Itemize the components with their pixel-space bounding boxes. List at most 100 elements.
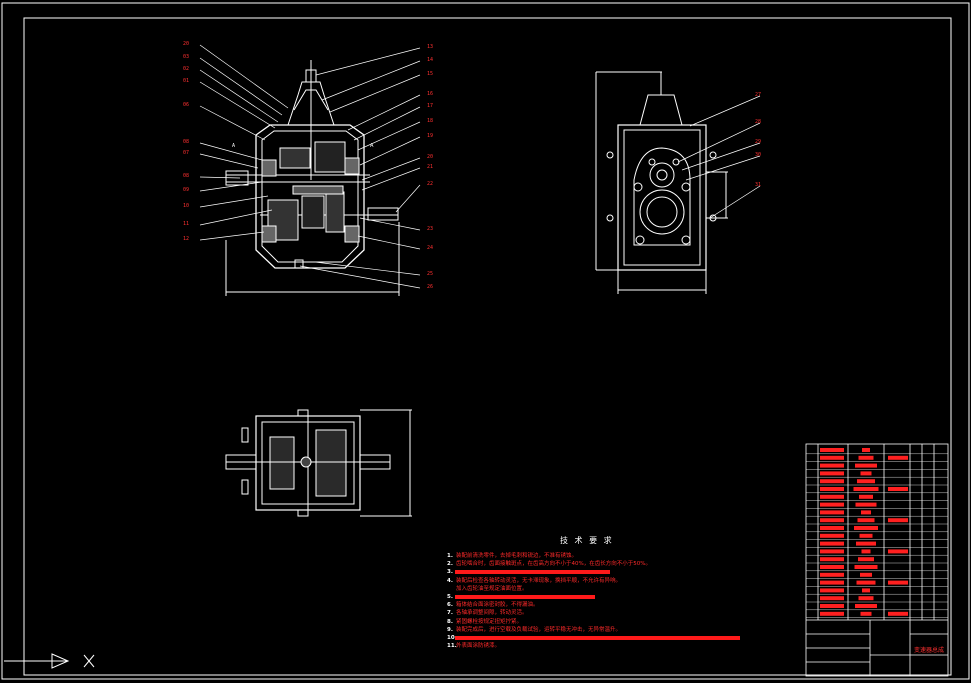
- callout-r-13: 25: [427, 271, 434, 277]
- callout-r-12: 24: [427, 245, 434, 251]
- tech-requirement-number: 4.: [447, 577, 453, 584]
- parts-code-fill: [820, 463, 844, 468]
- tech-requirement-text: 紧固螺栓按规定扭矩拧紧。: [456, 618, 523, 625]
- parts-name-fill: [859, 533, 873, 538]
- tech-requirements-list: 1.装配前清洗零件，去掉毛刺和锐边，不准有锈蚀。2.齿轮啮合时，齿面接触斑点，在…: [447, 552, 747, 650]
- tech-requirement-number: 2.: [447, 561, 453, 568]
- parts-name-fill: [858, 455, 874, 460]
- callout-r-11: 23: [427, 226, 434, 232]
- side-view: [595, 71, 728, 294]
- parts-name-fill: [856, 541, 876, 546]
- parts-material-fill: [888, 518, 908, 523]
- front-section-view: [225, 60, 400, 296]
- callout-l-6: 08: [183, 139, 190, 145]
- callout-l-12: 12: [183, 236, 190, 242]
- parts-material-fill: [888, 549, 908, 554]
- callout-r-1: 13: [427, 44, 434, 50]
- parts-name-fill: [858, 596, 874, 601]
- tech-requirement-number: 11.: [447, 643, 457, 650]
- parts-name-fill: [855, 502, 877, 507]
- parts-name-fill: [861, 549, 871, 554]
- parts-code-fill: [820, 611, 844, 616]
- parts-code-fill: [820, 510, 844, 515]
- parts-code-fill: [820, 565, 844, 569]
- parts-code-fill: [820, 518, 844, 523]
- callout-r-8: 20: [427, 154, 434, 160]
- parts-code-fill: [820, 604, 844, 608]
- redacted-bar: [455, 594, 595, 599]
- callout-r-9: 21: [427, 164, 434, 170]
- top-view: [225, 409, 412, 517]
- tech-requirement-item: 1.装配前清洗零件，去掉毛刺和锐边，不准有锈蚀。: [447, 552, 747, 560]
- side-view-leaders: [677, 95, 761, 219]
- svg-text:A: A: [370, 143, 374, 149]
- callout-l-3: 02: [183, 66, 190, 72]
- tech-requirement-item: 10.: [447, 634, 747, 642]
- parts-list-rows: [806, 448, 948, 618]
- callout-r-6: 18: [427, 118, 434, 124]
- parts-code-fill: [820, 541, 844, 546]
- tech-requirement-text: 齿轮啮合时，齿面接触斑点，在齿高方向不小于40%，在齿长方向不小于50%。: [456, 561, 651, 568]
- callout-l-4: 01: [183, 78, 190, 84]
- redacted-bar: [455, 635, 740, 640]
- callout-l-9: 09: [183, 187, 190, 193]
- tech-requirement-item: 11.外表面涂防锈漆。: [447, 642, 747, 650]
- parts-code-fill: [820, 580, 844, 585]
- parts-material-fill: [888, 455, 908, 460]
- callout-l-10: 10: [183, 203, 190, 209]
- parts-code-fill: [820, 487, 844, 491]
- tech-requirement-text: 箱体结合面涂密封胶，不得漏油。: [456, 602, 539, 609]
- tech-requirement-text: 装配完成后，进行空载及负载试验，运转平稳无冲击，无异常温升。: [456, 626, 622, 633]
- tech-requirement-text: 装配后检查各轴转动灵活，无卡滞现象，换挡平顺，不允许有异响。: [456, 577, 622, 584]
- tech-requirement-item: 2.齿轮啮合时，齿面接触斑点，在齿高方向不小于40%，在齿长方向不小于50%。: [447, 560, 747, 568]
- parts-code-fill: [820, 557, 844, 562]
- tech-requirement-number: 8.: [447, 618, 453, 625]
- parts-name-fill: [861, 510, 871, 515]
- tech-requirement-item: 6.箱体结合面涂密封胶，不得漏油。: [447, 601, 747, 609]
- callout-r-7: 19: [427, 133, 434, 139]
- parts-name-fill: [860, 471, 872, 476]
- tech-requirement-text: 加入齿轮油至规定油面位置。: [456, 585, 528, 592]
- tech-requirement-number: 5.: [447, 593, 453, 600]
- tech-requirement-item: 8.紧固螺栓按规定扭矩拧紧。: [447, 618, 747, 626]
- tech-requirement-number: 1.: [447, 553, 453, 559]
- callout-r-10: 22: [427, 181, 434, 187]
- callout-s-4: 30: [755, 152, 762, 158]
- callout-s-3: 29: [755, 139, 762, 145]
- parts-code-fill: [820, 526, 844, 530]
- tech-requirement-number: 9.: [447, 626, 453, 633]
- tech-requirement-item: 3.: [447, 568, 747, 576]
- callout-r-14: 26: [427, 284, 434, 290]
- parts-code-fill: [820, 572, 844, 577]
- tech-requirement-item: 7.各轴承调整间隙，转动灵活。: [447, 609, 747, 617]
- parts-name-fill: [855, 463, 877, 468]
- tech-requirement-item: 4.装配后检查各轴转动灵活，无卡滞现象，换挡平顺，不允许有异响。: [447, 577, 747, 585]
- parts-code-fill: [820, 549, 844, 554]
- parts-code-fill: [820, 588, 844, 593]
- parts-name-fill: [854, 565, 878, 569]
- parts-name-fill: [862, 448, 870, 452]
- callout-l-1: 20: [183, 41, 190, 47]
- drawing-name: 变速器总成: [914, 647, 945, 654]
- parts-name-fill: [854, 526, 878, 530]
- parts-code-fill: [820, 479, 844, 484]
- callout-l-7: 07: [183, 150, 190, 156]
- callout-r-4: 16: [427, 91, 434, 97]
- callout-r-5: 17: [427, 103, 434, 109]
- tech-requirements-heading: 技 术 要 求: [560, 536, 614, 545]
- tech-requirement-item: 5.: [447, 593, 747, 601]
- tech-requirement-number: 6.: [447, 602, 453, 609]
- tech-requirement-text: 各轴承调整间隙，转动灵活。: [456, 610, 528, 617]
- callout-s-5: 31: [755, 182, 762, 188]
- parts-material-fill: [888, 487, 908, 491]
- parts-code-fill: [820, 494, 844, 499]
- callout-r-2: 14: [427, 57, 434, 63]
- callout-s-1: 27: [755, 92, 762, 98]
- parts-code-fill: [820, 471, 844, 476]
- parts-name-fill: [859, 494, 873, 499]
- parts-material-fill: [888, 611, 908, 616]
- parts-name-fill: [853, 487, 879, 491]
- redacted-bar: [455, 570, 610, 575]
- parts-name-fill: [858, 557, 874, 562]
